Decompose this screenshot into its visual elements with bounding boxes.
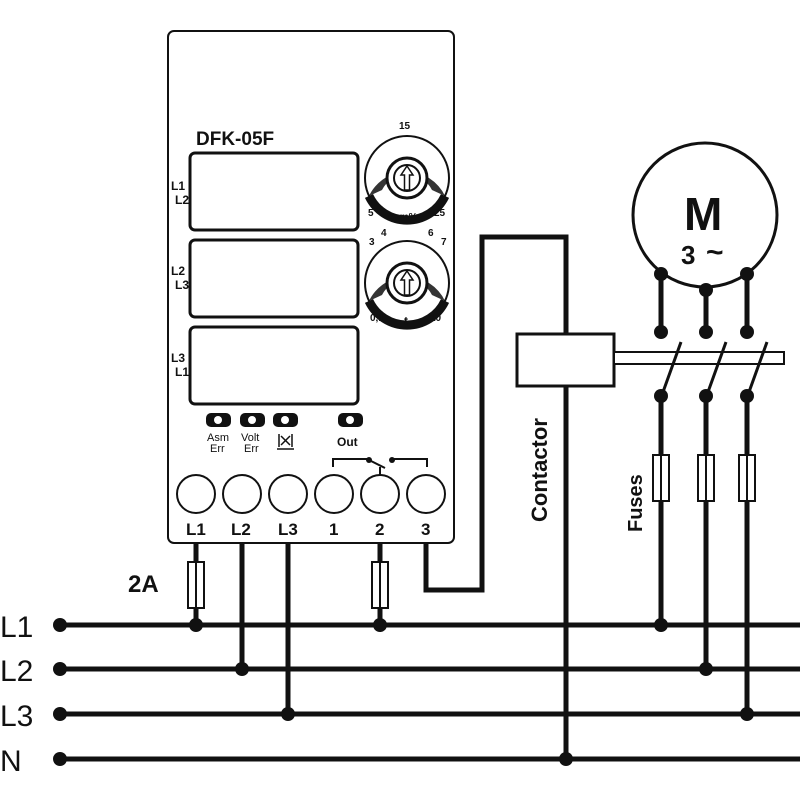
phase-sequence-icon xyxy=(277,434,294,450)
device-wiring: 2A xyxy=(128,234,569,721)
display-1 xyxy=(188,151,360,232)
led-asm-label-b: Err xyxy=(210,443,225,455)
knob-asymmetry[interactable]: 15 5 25 Asm% xyxy=(364,121,450,225)
contact-blade xyxy=(661,341,683,393)
bus-label-n: N xyxy=(0,745,22,778)
terminal-3[interactable] xyxy=(406,474,446,514)
display-1-label-a: L1 xyxy=(171,179,185,193)
junction-dot xyxy=(699,662,713,676)
contact-terminal xyxy=(699,325,713,339)
led-lamp xyxy=(346,416,354,424)
display-1-label-b: L2 xyxy=(175,193,189,207)
terminal-l2[interactable] xyxy=(222,474,262,514)
contactor: Contactor xyxy=(515,332,785,766)
arrow-up-icon xyxy=(399,164,415,191)
motor: M 3 ~ xyxy=(631,141,779,297)
knob-asym-label: Asm% xyxy=(387,212,418,223)
arrow-up-icon xyxy=(399,269,415,296)
led-volt-label-a: Volt xyxy=(241,432,259,444)
bus-terminal-dot xyxy=(53,618,67,632)
display-2-label-b: L3 xyxy=(175,278,189,292)
led-lamp xyxy=(248,416,256,424)
bus-terminal-dot xyxy=(53,662,67,676)
wire-coil-feed xyxy=(423,234,569,593)
knob-time-scale-heavy xyxy=(364,298,450,330)
contact-blade xyxy=(706,341,728,393)
led-phase-sequence xyxy=(273,413,298,450)
knob-time[interactable]: 3 4 6 7 0,1 10 t xyxy=(364,228,450,330)
bus-terminal-dot xyxy=(53,752,67,766)
knob-time-label: t xyxy=(404,314,408,328)
led-asm-err: Asm Err xyxy=(206,413,231,455)
contactor-label: Contactor xyxy=(527,418,552,522)
motor-letter: M xyxy=(684,188,722,240)
junction-dot xyxy=(654,618,668,632)
knob-time-scale-6: 6 xyxy=(428,228,434,239)
terminal-2[interactable] xyxy=(360,474,400,514)
knob-time-scale-min: 0,1 xyxy=(370,313,384,324)
knob-asym-scale-mid: 15 xyxy=(399,121,411,132)
bus-label-l2: L2 xyxy=(0,655,33,688)
contactor-coil xyxy=(515,332,616,388)
terminal-label-3: 3 xyxy=(421,520,430,539)
contact-blade xyxy=(747,341,769,393)
terminal-l1[interactable] xyxy=(176,474,216,514)
bus-label-l3: L3 xyxy=(0,700,33,733)
terminal-label-l3: L3 xyxy=(278,520,298,539)
motor-ac-symbol: ~ xyxy=(706,236,724,269)
terminal-l3[interactable] xyxy=(268,474,308,514)
led-out-label: Out xyxy=(337,435,358,449)
display-2 xyxy=(188,238,360,319)
terminal-label-1: 1 xyxy=(329,520,338,539)
knob-time-scale-4: 4 xyxy=(381,228,387,239)
junction-dot xyxy=(235,662,249,676)
led-volt-label-b: Err xyxy=(244,443,259,455)
bus-lines: L1 L2 L3 N xyxy=(0,611,800,778)
device-model-label: DFK-05F xyxy=(196,129,274,150)
fuse-2a-label: 2A xyxy=(128,571,159,598)
motor-phase-count: 3 xyxy=(681,240,695,270)
display-2-label-a: L2 xyxy=(171,264,185,278)
bus-terminal-dot xyxy=(53,707,67,721)
relay-device: DFK-05F L1 L2 L2 L3 L3 L1 15 5 25 Asm% xyxy=(167,30,455,544)
junction-dot xyxy=(373,618,387,632)
junction-dot xyxy=(189,618,203,632)
led-asm-label-a: Asm xyxy=(207,432,229,444)
knob-asym-scale-heavy xyxy=(364,193,450,225)
terminal-label-2: 2 xyxy=(375,520,384,539)
fuses-label: Fuses xyxy=(625,474,647,532)
led-volt-err: Volt Err xyxy=(240,413,265,455)
relay-contact-symbol xyxy=(332,457,428,475)
display-3 xyxy=(188,325,360,406)
knob-asym-scale-min: 5 xyxy=(368,208,374,219)
display-3-label-a: L3 xyxy=(171,351,185,365)
knob-time-scale-7: 7 xyxy=(441,237,447,248)
terminal-label-l1: L1 xyxy=(186,520,206,539)
power-circuit: Fuses xyxy=(625,274,769,721)
terminal-1[interactable] xyxy=(314,474,354,514)
terminal-label-l2: L2 xyxy=(231,520,251,539)
junction-dot xyxy=(559,752,573,766)
led-lamp xyxy=(281,416,289,424)
knob-time-scale-max: 10 xyxy=(430,313,442,324)
contact-terminal xyxy=(740,325,754,339)
junction-dot xyxy=(281,707,295,721)
terminal-row: L1 L2 L3 1 2 3 xyxy=(176,474,446,539)
contactor-linkage xyxy=(613,351,785,365)
display-3-label-b: L1 xyxy=(175,365,189,379)
knob-time-scale-3: 3 xyxy=(369,237,375,248)
led-lamp xyxy=(214,416,222,424)
led-out: Out xyxy=(337,413,363,449)
bus-label-l1: L1 xyxy=(0,611,33,644)
junction-dot xyxy=(740,707,754,721)
contact-terminal xyxy=(654,325,668,339)
knob-asym-scale-max: 25 xyxy=(434,208,446,219)
